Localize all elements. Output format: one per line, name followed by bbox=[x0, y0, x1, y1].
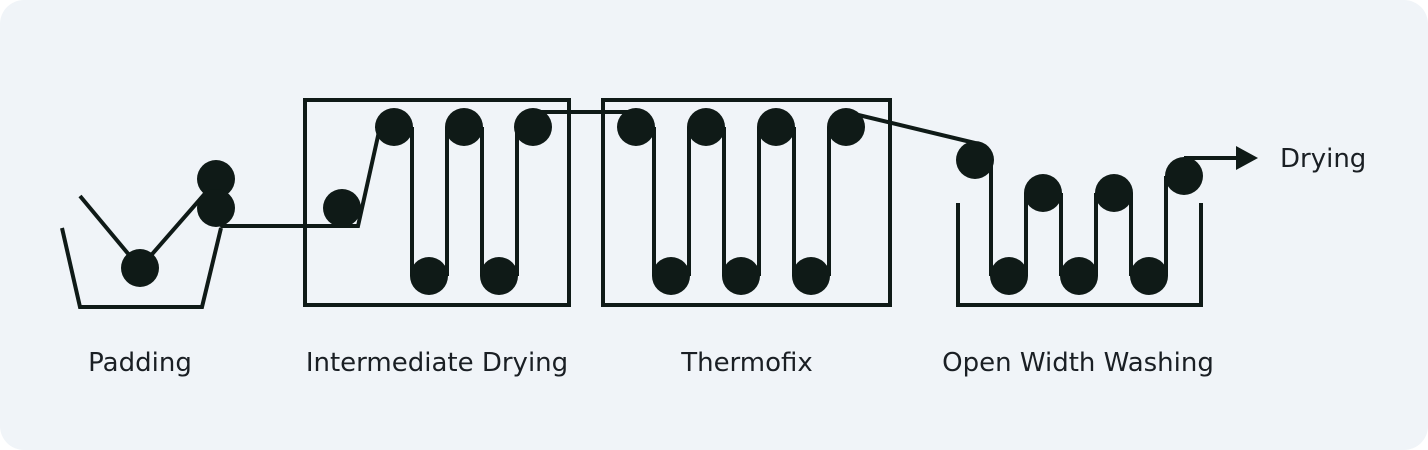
stage-label-open-width-washing: Open Width Washing bbox=[942, 348, 1214, 378]
washing-exit-roller bbox=[1165, 157, 1203, 195]
rollers bbox=[121, 108, 1203, 295]
washing-top-roller-1 bbox=[1024, 174, 1062, 212]
thermofix-chamber bbox=[601, 98, 892, 307]
intermediate-drying-loops bbox=[410, 127, 519, 276]
stage-label-intermediate-drying: Intermediate Drying bbox=[305, 348, 569, 378]
thermofix-bottom-roller-3 bbox=[792, 257, 830, 295]
drying-bottom-roller-2 bbox=[480, 257, 518, 295]
thermofix-top-roller-1 bbox=[617, 108, 655, 146]
padding-trough bbox=[60, 227, 223, 309]
thermofix-bottom-roller-2 bbox=[722, 257, 760, 295]
stage-label-thermofix: Thermofix bbox=[681, 348, 813, 378]
washing-loops bbox=[989, 160, 1168, 276]
padding-nip-roller-bottom bbox=[197, 189, 235, 227]
drying-entry-roller bbox=[323, 189, 361, 227]
padding-dip-roller bbox=[121, 249, 159, 287]
stage-label-padding: Padding bbox=[88, 348, 192, 378]
drying-bottom-roller-1 bbox=[410, 257, 448, 295]
washing-tank bbox=[956, 203, 1203, 307]
thermofix-top-roller-4 bbox=[827, 108, 865, 146]
washing-bottom-roller-1 bbox=[990, 257, 1028, 295]
intermediate-drying-chamber bbox=[303, 98, 571, 307]
washing-bottom-roller-2 bbox=[1060, 257, 1098, 295]
washing-top-roller-2 bbox=[1095, 174, 1133, 212]
drying-top-roller-2 bbox=[445, 108, 483, 146]
output-arrowhead bbox=[1236, 146, 1258, 170]
thermofix-top-roller-3 bbox=[757, 108, 795, 146]
link-thermofix-washing bbox=[845, 110, 976, 145]
drying-top-roller-1 bbox=[375, 108, 413, 146]
drying-top-roller-3 bbox=[514, 108, 552, 146]
washing-entry-roller bbox=[956, 141, 994, 179]
washing-bottom-roller-3 bbox=[1130, 257, 1168, 295]
output-label-drying: Drying bbox=[1280, 144, 1367, 174]
thermofix-loops bbox=[652, 127, 831, 276]
thermofix-top-roller-2 bbox=[687, 108, 725, 146]
padding-nip-roller-top bbox=[197, 160, 235, 198]
thermofix-bottom-roller-1 bbox=[652, 257, 690, 295]
